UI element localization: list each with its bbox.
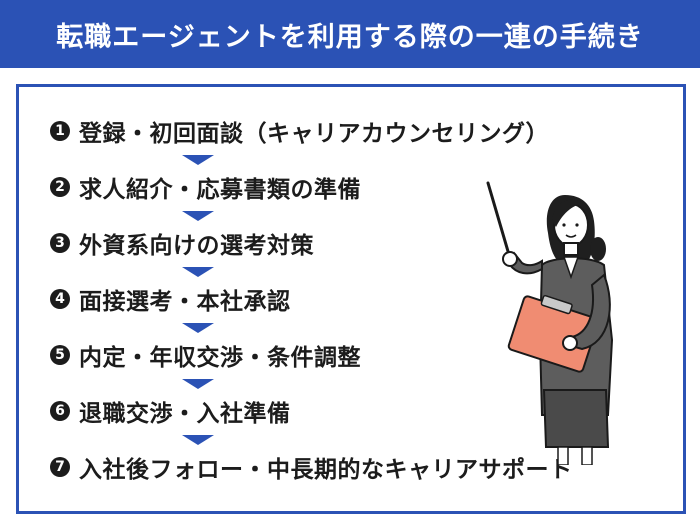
step-number-badge: 4 [50, 289, 70, 309]
step-label: 内定・年収交渉・条件調整 [79, 345, 361, 371]
down-arrow-icon [182, 267, 214, 277]
businesswoman-illustration [486, 181, 614, 465]
step-number-badge: 2 [50, 177, 70, 197]
step-label: 登録・初回面談（キャリアカウンセリング） [79, 121, 549, 147]
step-number-badge: 1 [50, 121, 70, 141]
step-label: 求人紹介・応募書類の準備 [79, 177, 361, 203]
step-2: 2 求人紹介・応募書類の準備 [50, 170, 361, 204]
step-number-badge: 5 [50, 345, 70, 365]
down-arrow-icon [182, 155, 214, 165]
page-title: 転職エージェントを利用する際の一連の手続き [56, 21, 644, 53]
step-3: 3 外資系向けの選考対策 [50, 226, 314, 260]
step-label: 外資系向けの選考対策 [79, 233, 314, 259]
step-label: 退職交渉・入社準備 [79, 401, 291, 427]
down-arrow-icon [182, 379, 214, 389]
step-number-badge: 7 [50, 457, 70, 477]
step-number-badge: 3 [50, 233, 70, 253]
step-label: 面接選考・本社承認 [79, 289, 291, 315]
title-banner: 転職エージェントを利用する際の一連の手続き [0, 0, 700, 68]
step-number-badge: 6 [50, 401, 70, 421]
step-4: 4 面接選考・本社承認 [50, 282, 291, 316]
down-arrow-icon [182, 435, 214, 445]
down-arrow-icon [182, 211, 214, 221]
step-6: 6 退職交渉・入社準備 [50, 394, 291, 428]
step-5: 5 内定・年収交渉・条件調整 [50, 338, 361, 372]
down-arrow-icon [182, 323, 214, 333]
step-7: 7 入社後フォロー・中長期的なキャリアサポート [50, 450, 573, 484]
step-label: 入社後フォロー・中長期的なキャリアサポート [79, 457, 573, 483]
step-1: 1 登録・初回面談（キャリアカウンセリング） [50, 114, 549, 148]
